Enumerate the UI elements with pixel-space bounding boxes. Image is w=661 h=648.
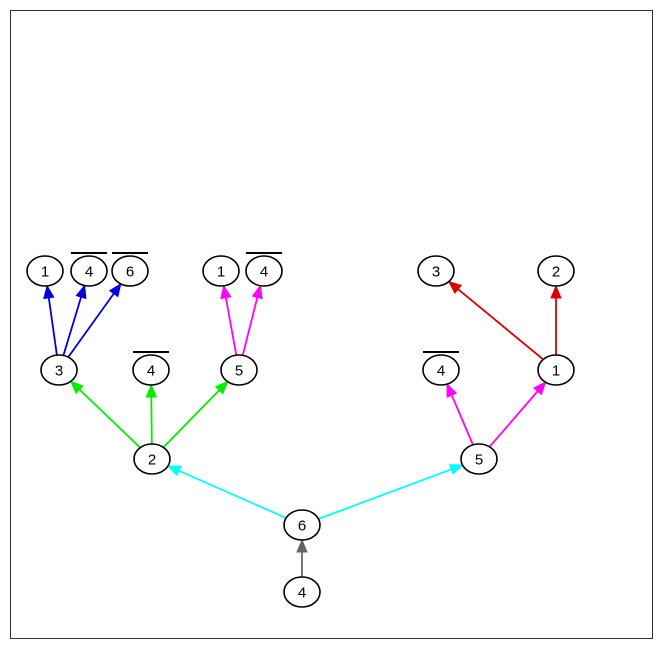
edge-n5r-to-n1r <box>488 381 547 448</box>
node-ellipse <box>537 255 575 287</box>
node-leaf-6bar: 6 <box>111 252 149 287</box>
edge-line <box>47 297 58 356</box>
edge-line <box>62 296 82 356</box>
edge-n5m-to-leaf-1b <box>220 284 238 356</box>
edge-n6-to-n5r <box>318 464 464 520</box>
edge-line <box>162 389 220 448</box>
edge-n2-to-n5m <box>162 380 229 448</box>
node-ellipse <box>26 255 64 287</box>
node-ellipse <box>40 354 78 386</box>
node-label: 4 <box>85 264 93 281</box>
arrowhead-icon <box>251 284 263 300</box>
node-label: 4 <box>298 585 306 602</box>
edge-line <box>224 297 238 356</box>
node-label: 6 <box>126 264 134 281</box>
edge-n3-to-leaf-1a <box>43 284 58 356</box>
node-n5m: 5 <box>220 354 258 386</box>
node-label: 2 <box>552 264 560 281</box>
node-label: 1 <box>552 363 560 380</box>
diagram-frame <box>10 10 653 639</box>
edge-n1r-to-leaf-2 <box>550 284 562 355</box>
arrowhead-icon <box>532 381 547 396</box>
node-n2: 2 <box>133 443 171 475</box>
node-label: 5 <box>235 363 243 380</box>
node-label: 1 <box>41 264 49 281</box>
node-n1r: 1 <box>537 354 575 386</box>
node-ellipse <box>283 576 321 608</box>
edge-line <box>178 470 287 519</box>
edges-layer <box>43 280 562 577</box>
node-ellipse <box>283 509 321 541</box>
node-leaf-4bar-b: 4 <box>245 252 283 287</box>
arrowhead-icon <box>69 380 84 395</box>
edge-line <box>78 388 141 449</box>
node-label: 3 <box>432 264 440 281</box>
arrowhead-icon <box>166 465 182 477</box>
node-label: 3 <box>55 363 63 380</box>
node-ellipse <box>422 354 460 386</box>
nodes-layer: 4 6 2 5 3 4 5 4 1 1 4 6 1 4 3 2 <box>26 252 575 608</box>
node-leaf-3: 3 <box>417 255 455 287</box>
edge-line <box>241 297 259 356</box>
arrowhead-icon <box>447 280 463 294</box>
edge-n3-to-leaf-4bar-a <box>62 284 87 356</box>
edge-line <box>67 293 115 358</box>
arrowhead-icon <box>296 538 308 553</box>
edge-n1r-to-leaf-3 <box>447 280 544 361</box>
node-ellipse <box>111 255 149 287</box>
node-n5r: 5 <box>460 443 498 475</box>
node-ellipse <box>70 255 108 287</box>
node-label: 1 <box>217 264 225 281</box>
edge-line <box>488 390 539 448</box>
edge-n2-to-n3 <box>69 380 141 449</box>
arrowhead-icon <box>43 284 55 300</box>
edge-n3-to-leaf-6bar <box>67 282 122 358</box>
edge-line <box>457 288 544 361</box>
node-ellipse <box>417 255 455 287</box>
edge-n5r-to-n4bar-right <box>446 382 474 446</box>
arrowhead-icon <box>108 282 122 298</box>
node-ellipse <box>460 443 498 475</box>
node-n4bar-right: 4 <box>422 351 460 386</box>
arrowhead-icon <box>550 284 562 299</box>
node-label: 6 <box>298 518 306 535</box>
node-n3: 3 <box>40 354 78 386</box>
node-label: 4 <box>437 363 445 380</box>
arrowhead-icon <box>446 382 458 398</box>
edge-line <box>450 394 474 446</box>
arrowhead-icon <box>145 383 158 398</box>
node-leaf-1a: 1 <box>26 255 64 287</box>
node-ellipse <box>132 354 170 386</box>
arrowhead-icon <box>448 464 464 475</box>
node-label: 4 <box>260 264 268 281</box>
node-ellipse <box>202 255 240 287</box>
node-ellipse <box>133 443 171 475</box>
node-leaf-1b: 1 <box>202 255 240 287</box>
node-leaf-4bar-a: 4 <box>70 252 108 287</box>
node-n4bar-mid: 4 <box>132 351 170 386</box>
arrowhead-icon <box>214 380 229 395</box>
edge-n2-to-n4bar-mid <box>145 383 158 445</box>
edge-line <box>150 396 153 445</box>
edge-line <box>318 468 452 520</box>
node-ellipse <box>245 255 283 287</box>
edge-root-4-to-n6 <box>296 538 308 577</box>
edge-n6-to-n2 <box>166 465 287 519</box>
node-root-4: 4 <box>283 576 321 608</box>
edge-n5m-to-leaf-4bar-b <box>241 284 263 356</box>
arrowhead-icon <box>220 284 232 300</box>
node-n6: 6 <box>283 509 321 541</box>
node-ellipse <box>220 354 258 386</box>
node-ellipse <box>537 354 575 386</box>
node-label: 2 <box>148 452 156 469</box>
node-leaf-2: 2 <box>537 255 575 287</box>
node-label: 5 <box>475 452 483 469</box>
node-label: 4 <box>147 363 155 380</box>
arrowhead-icon <box>75 284 87 300</box>
